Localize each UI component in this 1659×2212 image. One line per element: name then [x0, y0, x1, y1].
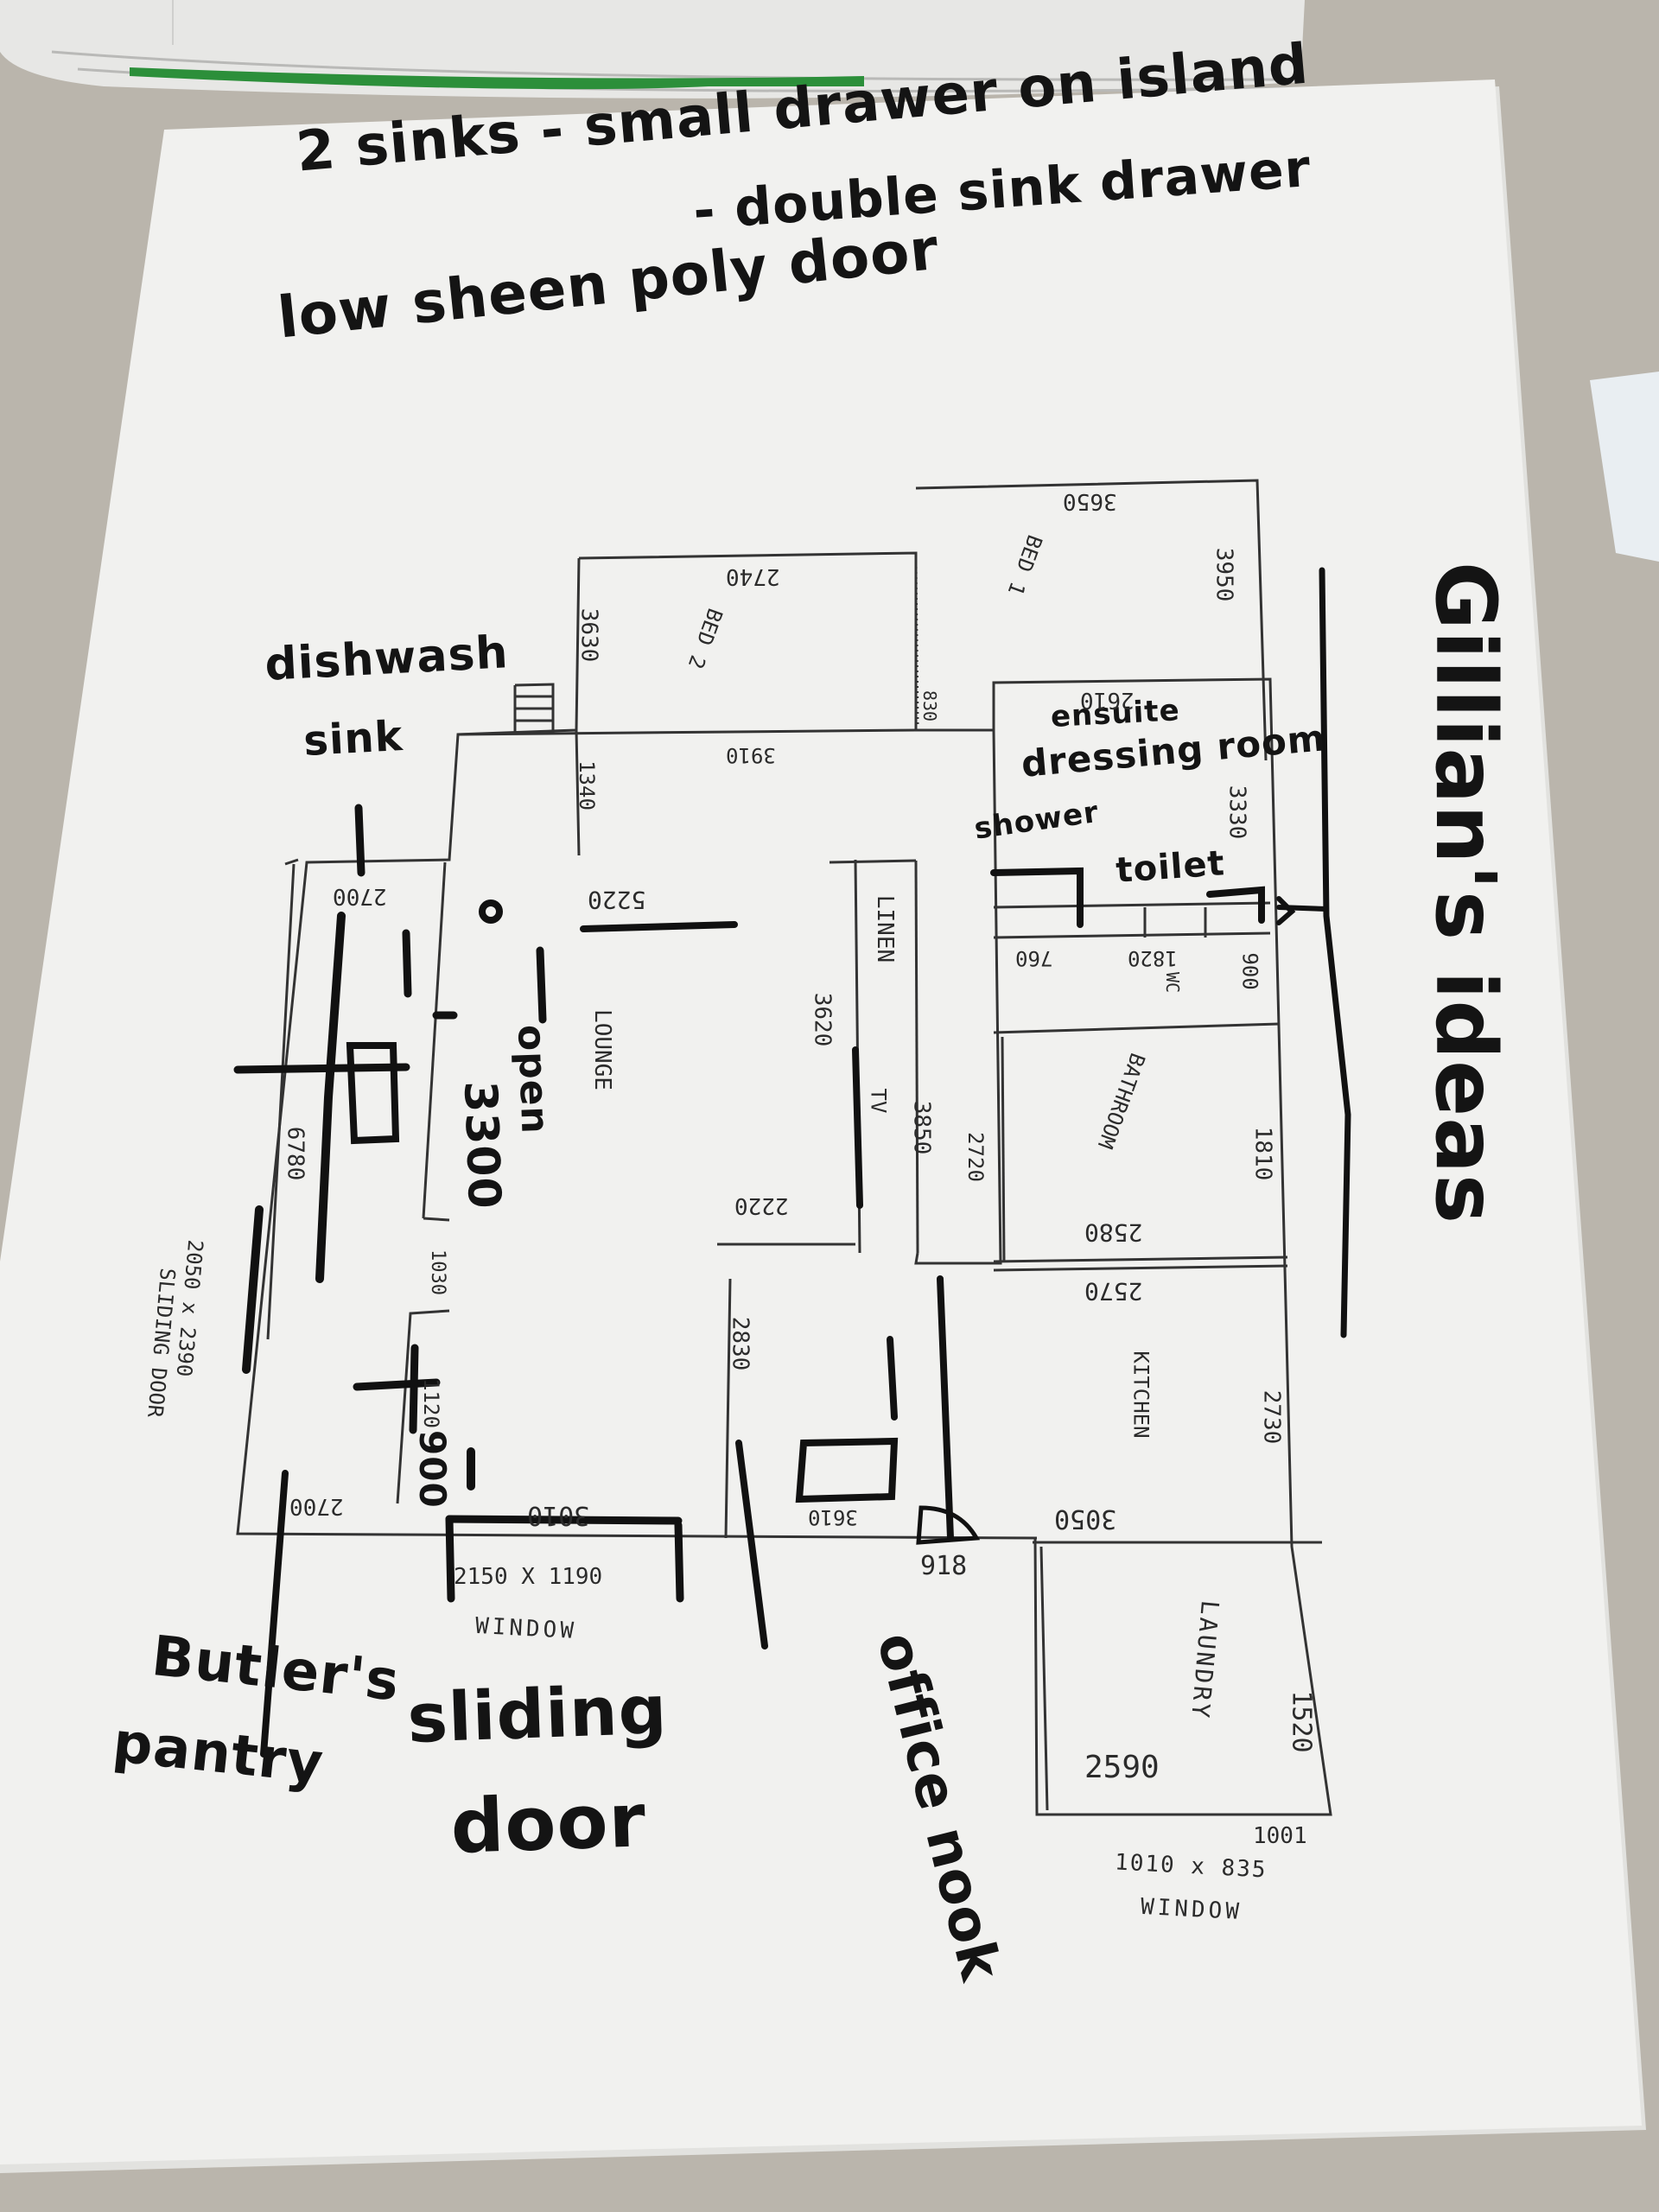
dim-3620: 3620: [809, 992, 836, 1047]
note-door: door: [449, 1777, 648, 1871]
note-open-3300: 3300: [454, 1080, 511, 1211]
dim-3610: 3610: [808, 1505, 858, 1529]
dim-2580: 2580: [1084, 1218, 1143, 1247]
dim-830: 830: [919, 690, 941, 722]
dim-2700-top: 2700: [333, 883, 387, 909]
label-wc: WC: [1162, 971, 1184, 994]
dim-3050: 3050: [1054, 1503, 1117, 1534]
notebook: [0, 0, 1305, 99]
label-lounge: LOUNGE: [588, 1009, 615, 1090]
window1-size: 2150 X 1190: [454, 1564, 603, 1590]
dim-2610: 2610: [1080, 687, 1135, 713]
note-toilet: toilet: [1115, 843, 1227, 891]
label-tv: TV: [866, 1088, 891, 1114]
dim-2740: 2740: [726, 563, 780, 589]
paper-scrap: [1590, 372, 1659, 562]
dim-3650: 3650: [1063, 488, 1117, 514]
note-sliding: sliding: [406, 1671, 669, 1758]
dim-1820: 1820: [1128, 946, 1178, 970]
dim-5220: 5220: [588, 886, 646, 914]
dim-2830: 2830: [727, 1316, 753, 1371]
dim-2730: 2730: [1258, 1389, 1285, 1445]
floor-plan: [236, 479, 1332, 1816]
label-kitchen: KITCHEN: [1128, 1351, 1154, 1439]
dim-2720: 2720: [963, 1132, 988, 1182]
dim-3950: 3950: [1211, 547, 1237, 602]
dim-3630: 3630: [575, 607, 602, 663]
dim-2570: 2570: [1084, 1277, 1143, 1306]
dim-1340: 1340: [574, 760, 599, 810]
dim-6780: 6780: [282, 1126, 308, 1181]
note-open: open: [509, 1024, 557, 1135]
dim-900: 900: [1237, 952, 1262, 990]
dim-2590: 2590: [1084, 1750, 1160, 1785]
dim-3910: 3910: [726, 743, 776, 767]
door-swing: [916, 1505, 981, 1545]
note-dishwash-sink: sink: [302, 711, 404, 766]
dim-760: 760: [1015, 946, 1053, 970]
dim-3850: 3850: [908, 1100, 935, 1155]
dim-3010: 3010: [527, 1500, 590, 1530]
window1-label: WINDOW: [474, 1612, 578, 1645]
paper-sheet: [0, 79, 1646, 2173]
note-gillians-ideas: Gillian's ideas: [1417, 562, 1514, 1225]
dim-1810: 1810: [1249, 1126, 1276, 1181]
dim-918: 918: [920, 1551, 968, 1581]
dim-1520: 1520: [1286, 1690, 1317, 1753]
dim-1120: 1120: [418, 1378, 443, 1428]
marker-annotations: [233, 567, 1351, 1758]
note-900: 900: [411, 1430, 454, 1509]
dim-1001: 1001: [1253, 1823, 1307, 1849]
window2-label: WINDOW: [1140, 1893, 1243, 1926]
label-linen: LINEN: [872, 894, 899, 963]
dim-1030: 1030: [426, 1249, 448, 1295]
dim-3330: 3330: [1224, 785, 1250, 840]
dim-2220: 2220: [734, 1192, 789, 1218]
dim-2700-bottom: 2700: [289, 1493, 344, 1519]
